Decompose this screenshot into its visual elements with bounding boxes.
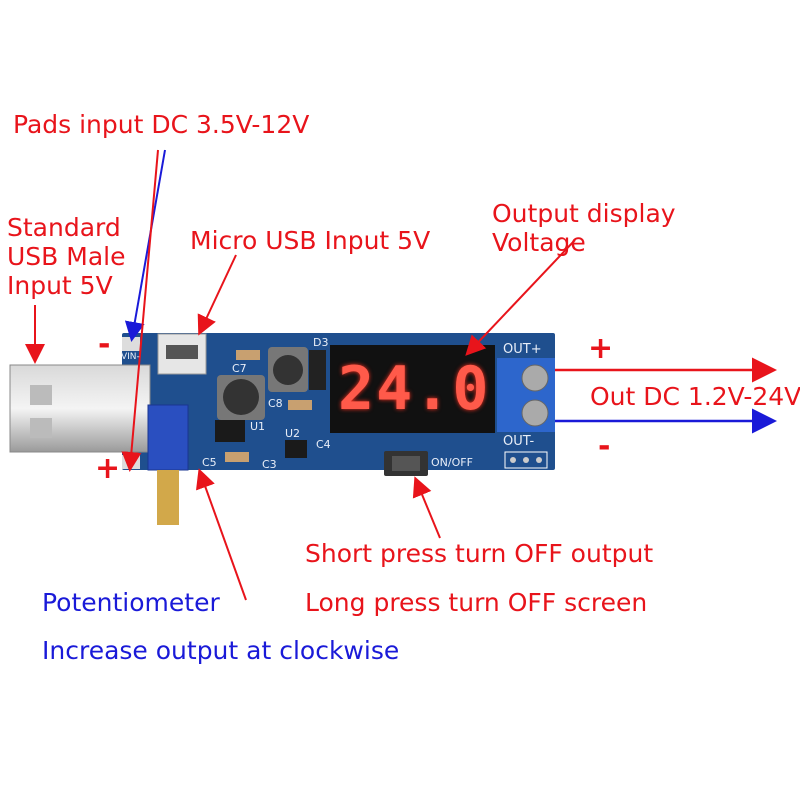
display-readout: 24.0 <box>338 354 491 424</box>
vin-minus-pad <box>122 337 140 351</box>
arrow-micro-usb <box>197 254 237 336</box>
arrow-potentiometer <box>196 468 247 601</box>
arrow-pads-plus <box>121 149 159 472</box>
silk-c3: C3 <box>262 458 277 471</box>
label-usb-male-3: Input 5V <box>7 271 113 300</box>
label-vin-minus: - <box>98 327 111 362</box>
label-usb-male-2: USB Male <box>7 242 126 271</box>
arrow-on-off <box>412 476 441 539</box>
silk-out-plus: OUT+ <box>503 342 542 357</box>
arrow-pads-minus <box>124 149 166 342</box>
potentiometer <box>147 404 189 471</box>
silk-out-minus: OUT- <box>503 434 535 449</box>
silk-d3: D3 <box>313 336 329 349</box>
usb-male-plug <box>9 364 151 453</box>
label-out-plus: + <box>588 331 614 366</box>
led-display <box>330 345 495 433</box>
label-out-minus: - <box>598 429 611 464</box>
label-usb-male-1: Standard <box>7 213 121 242</box>
label-short-press: Short press turn OFF output <box>305 539 654 568</box>
silk-c8: C8 <box>268 397 283 410</box>
silk-u2: U2 <box>285 427 301 440</box>
label-output-display-2: Voltage <box>492 228 586 257</box>
silk-c5: C5 <box>202 456 217 469</box>
silk-u1: U1 <box>250 420 266 433</box>
silk-c7: C7 <box>232 362 247 375</box>
label-out-dc: Out DC 1.2V-24V <box>590 382 800 411</box>
label-vin-plus: + <box>95 451 121 486</box>
label-output-display-1: Output display <box>492 199 676 228</box>
label-pads-input: Pads input DC 3.5V-12V <box>13 110 310 139</box>
silk-on-off: ON/OFF <box>431 456 473 469</box>
label-micro-usb: Micro USB Input 5V <box>190 226 431 255</box>
label-potentiometer: Potentiometer <box>42 588 220 617</box>
label-long-press: Long press turn OFF screen <box>305 588 648 617</box>
arrow-display <box>465 239 576 356</box>
silk-c4: C4 <box>316 438 331 451</box>
potentiometer-shaft <box>157 470 179 525</box>
label-increase: Increase output at clockwise <box>42 636 400 665</box>
silk-vin-minus: VIN- <box>121 352 140 362</box>
